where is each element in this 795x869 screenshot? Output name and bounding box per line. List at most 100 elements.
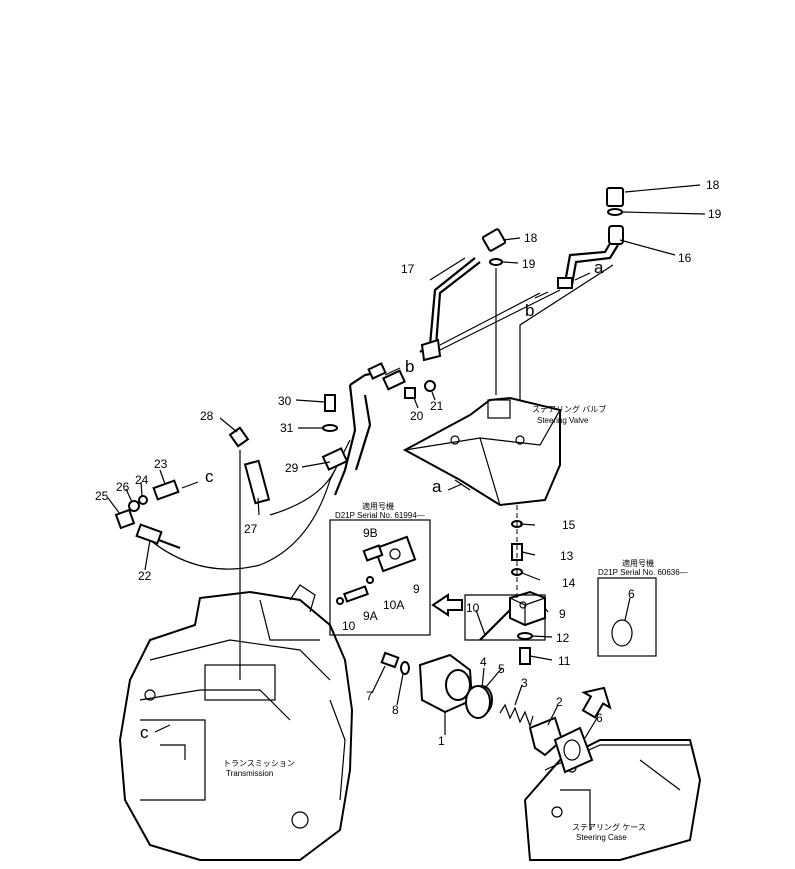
callout-25: 25 — [95, 489, 109, 503]
letter-b: b — [525, 301, 534, 320]
ring-5 — [465, 685, 491, 719]
serial-right-title: 適用号機 — [622, 558, 654, 568]
callout-numbers: 18 19 16 18 19 17 30 31 29 28 20 21 27 2… — [95, 178, 722, 748]
callout-18: 18 — [706, 178, 720, 192]
callout-14: 14 — [562, 576, 576, 590]
letter-c: c — [140, 723, 149, 742]
letter-a: a — [594, 258, 604, 277]
pipe-16 — [557, 225, 624, 289]
leader-b-top — [439, 292, 541, 346]
component-labels: ステアリング バルブ Steering Valve トランスミッション Tran… — [223, 404, 646, 842]
callout-17: 17 — [401, 262, 415, 276]
callout-8: 8 — [392, 703, 399, 717]
callout-13: 13 — [560, 549, 574, 563]
callout-2: 2 — [556, 695, 563, 709]
callout-18: 18 — [524, 231, 538, 245]
callout-9A: 9A — [363, 609, 378, 623]
steering-valve-label-jp: ステアリング バルブ — [532, 404, 606, 414]
fitting-18-top — [606, 187, 624, 216]
callout-6: 6 — [628, 587, 635, 601]
gasket-6 — [553, 726, 594, 774]
callout-21: 21 — [430, 399, 444, 413]
block-9 — [479, 590, 546, 641]
serial-box-left — [329, 519, 431, 636]
callout-1: 1 — [438, 734, 445, 748]
arrow-a-mid — [447, 483, 463, 491]
arrow-b-mid — [384, 367, 401, 376]
callout-28: 28 — [200, 409, 214, 423]
washer-8 — [400, 661, 410, 675]
arrow-left — [431, 593, 463, 617]
callout-11: 11 — [558, 654, 571, 668]
callout-3: 3 — [521, 676, 528, 690]
steering-case-label-en: Steering Case — [576, 833, 627, 842]
callout-31: 31 — [280, 421, 294, 435]
fitting-18-mid — [481, 228, 507, 266]
transmission-label-en: Transmission — [226, 769, 273, 778]
callout-19: 19 — [708, 207, 722, 221]
arrow-b-top — [534, 291, 549, 299]
callout-4: 4 — [480, 655, 487, 669]
callout-10A: 10A — [383, 598, 404, 612]
callout-29: 29 — [285, 461, 299, 475]
transmission-housing — [118, 584, 354, 861]
washer-31 — [322, 424, 338, 432]
clamp-29 — [321, 447, 349, 471]
callout-19: 19 — [522, 257, 536, 271]
callout-24: 24 — [135, 473, 149, 487]
hose-assembly — [149, 362, 407, 680]
callout-30: 30 — [278, 394, 292, 408]
callout-27: 27 — [244, 522, 258, 536]
callout-5: 5 — [498, 662, 505, 676]
serial-left-number: D21P Serial No. 61994— — [335, 511, 425, 520]
callout-9: 9 — [559, 607, 566, 621]
flow-letters: a b b a c c — [140, 258, 604, 742]
arrow-up — [581, 686, 612, 719]
callout-26: 26 — [116, 480, 130, 494]
callout-15: 15 — [562, 518, 576, 532]
callout-7: 7 — [366, 689, 373, 703]
callout-16: 16 — [678, 251, 692, 265]
callout-9: 9 — [413, 582, 420, 596]
steering-case — [523, 739, 702, 861]
steering-valve-label-en: Steering Valve — [537, 416, 589, 425]
callout-6: 6 — [596, 711, 603, 725]
washer-21 — [424, 380, 436, 392]
bolt-20 — [404, 387, 416, 399]
arrow-c-left — [181, 481, 199, 489]
bolt-30 — [324, 394, 336, 412]
callout-12: 12 — [556, 631, 570, 645]
filter-housing-1 — [418, 653, 474, 714]
steering-case-label-jp: ステアリング ケース — [572, 822, 646, 832]
spring-3 — [499, 703, 534, 728]
steering-valve — [402, 396, 561, 507]
leader-a-top — [439, 289, 561, 351]
callout-10: 10 — [466, 601, 480, 615]
letter-b: b — [405, 357, 414, 376]
leader-16 — [519, 264, 614, 425]
serial-left-title: 適用号機 — [362, 501, 394, 511]
arrow-c-bottom — [154, 724, 171, 733]
callout-23: 23 — [154, 457, 168, 471]
letter-c: c — [205, 467, 214, 486]
detail-outline-9 — [464, 594, 546, 641]
callout-22: 22 — [138, 569, 152, 583]
callout-9B: 9B — [363, 526, 378, 540]
callout-10: 10 — [342, 619, 356, 633]
callout-20: 20 — [410, 409, 424, 423]
fittings-22-26 — [114, 479, 181, 550]
serial-right-number: D21P Serial No. 60636— — [598, 568, 688, 577]
transmission-label-jp: トランスミッション — [223, 759, 295, 768]
fitting-28 — [228, 426, 250, 448]
bolt-11 — [519, 647, 531, 665]
serial-captions: 適用号機 D21P Serial No. 61994— 適用号機 D21P Se… — [335, 501, 688, 577]
washer-12 — [517, 632, 533, 640]
serial-box-right — [597, 577, 657, 657]
arrow-a-top — [574, 272, 591, 281]
callout-leaders — [107, 184, 706, 739]
bolt-7 — [380, 651, 400, 669]
pipe-17 — [419, 257, 481, 362]
letter-a: a — [432, 477, 442, 496]
